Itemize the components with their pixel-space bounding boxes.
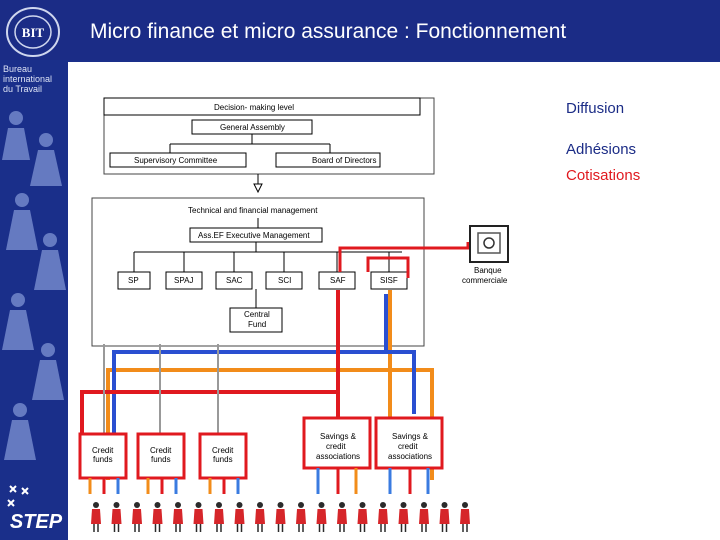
step-logo-icon: STEP: [7, 485, 63, 533]
logo-text: BIT: [22, 25, 45, 40]
bit-logo-icon: BIT: [6, 7, 60, 57]
technical-label: Technical and financial management: [188, 206, 318, 215]
general-assembly-label: General Assembly: [220, 123, 285, 132]
central-fund-label: Central: [244, 310, 270, 319]
person-icon: [296, 502, 306, 532]
bank-label: commerciale: [462, 276, 508, 285]
savings-label: credit: [398, 442, 418, 451]
organisation-diagram: [78, 97, 509, 532]
org-line: du Travail: [3, 84, 43, 94]
credit-fund-label: Credit: [212, 446, 234, 455]
org-name: Bureau international du Travail: [3, 64, 65, 94]
savings-box: [302, 416, 372, 470]
person-icon: [111, 502, 122, 532]
unit-sisf-box: [370, 271, 408, 290]
credit-fund-label: funds: [213, 455, 233, 464]
savings-label: associations: [388, 452, 433, 461]
unit-saf-box: [318, 271, 356, 290]
credit-fund-label: funds: [151, 455, 171, 464]
unit-spaj-box: [165, 271, 203, 290]
person-icon: [255, 502, 265, 532]
central-fund-box: [229, 307, 283, 333]
org-line: international: [3, 74, 53, 84]
org-line: Bureau: [3, 64, 33, 74]
person-icon: [398, 502, 409, 532]
credit-fund-label: Credit: [150, 446, 172, 455]
board-label: Board of Directors: [312, 156, 377, 165]
credit-fund-label: Credit: [92, 446, 114, 455]
header: BIT Micro finance et micro assurance : F…: [0, 0, 720, 60]
person-icon: [152, 502, 163, 532]
executive-label: Ass.EF Executive Management: [198, 231, 310, 240]
person-icon: [439, 502, 450, 532]
board-box: [275, 152, 381, 168]
cotisations-label: Cotisations: [566, 167, 641, 184]
person-icon: [132, 502, 142, 532]
unit-label: SAC: [226, 276, 243, 285]
person-icon: [91, 502, 101, 532]
page-title: Micro finance et micro assurance : Fonct…: [90, 20, 567, 43]
people-row: [91, 502, 470, 532]
person-icon: [193, 502, 204, 532]
diffusion-label: Diffusion: [566, 100, 625, 117]
unit-label: SAF: [330, 276, 346, 285]
credit-fund-label: funds: [93, 455, 113, 464]
person-icon: [419, 502, 429, 532]
unit-label: SISF: [380, 276, 398, 285]
savings-label: Savings &: [392, 432, 429, 441]
savings-label: associations: [316, 452, 361, 461]
person-icon: [460, 502, 470, 532]
unit-sci-box: [265, 271, 303, 290]
person-icon: [357, 502, 368, 532]
unit-label: SP: [128, 276, 139, 285]
person-icon: [234, 502, 245, 532]
person-icon: [173, 502, 183, 532]
savings-label: credit: [326, 442, 346, 451]
person-icon: [214, 502, 224, 532]
person-icon: [316, 502, 327, 532]
bank-label: Banque: [474, 266, 502, 275]
unit-label: SCI: [278, 276, 292, 285]
sidebar-decoration: [2, 111, 66, 460]
central-fund-label: Fund: [248, 320, 267, 329]
main-panel: Decision- making level General Assembly …: [68, 62, 720, 540]
step-logo-text: STEP: [10, 511, 63, 533]
supervisory-box: [109, 152, 247, 168]
adhesions-label: Adhésions: [566, 141, 637, 158]
unit-label: SPAJ: [174, 276, 194, 285]
person-icon: [275, 502, 286, 532]
supervisory-label: Supervisory Committee: [134, 156, 218, 165]
safe-icon: [469, 225, 509, 263]
savings-label: Savings &: [320, 432, 357, 441]
unit-sp-box: [117, 271, 151, 290]
decision-level-label: Decision- making level: [214, 103, 295, 112]
unit-sac-box: [215, 271, 253, 290]
person-icon: [378, 502, 388, 532]
person-icon: [337, 502, 347, 532]
decision-level-box: [103, 97, 421, 116]
